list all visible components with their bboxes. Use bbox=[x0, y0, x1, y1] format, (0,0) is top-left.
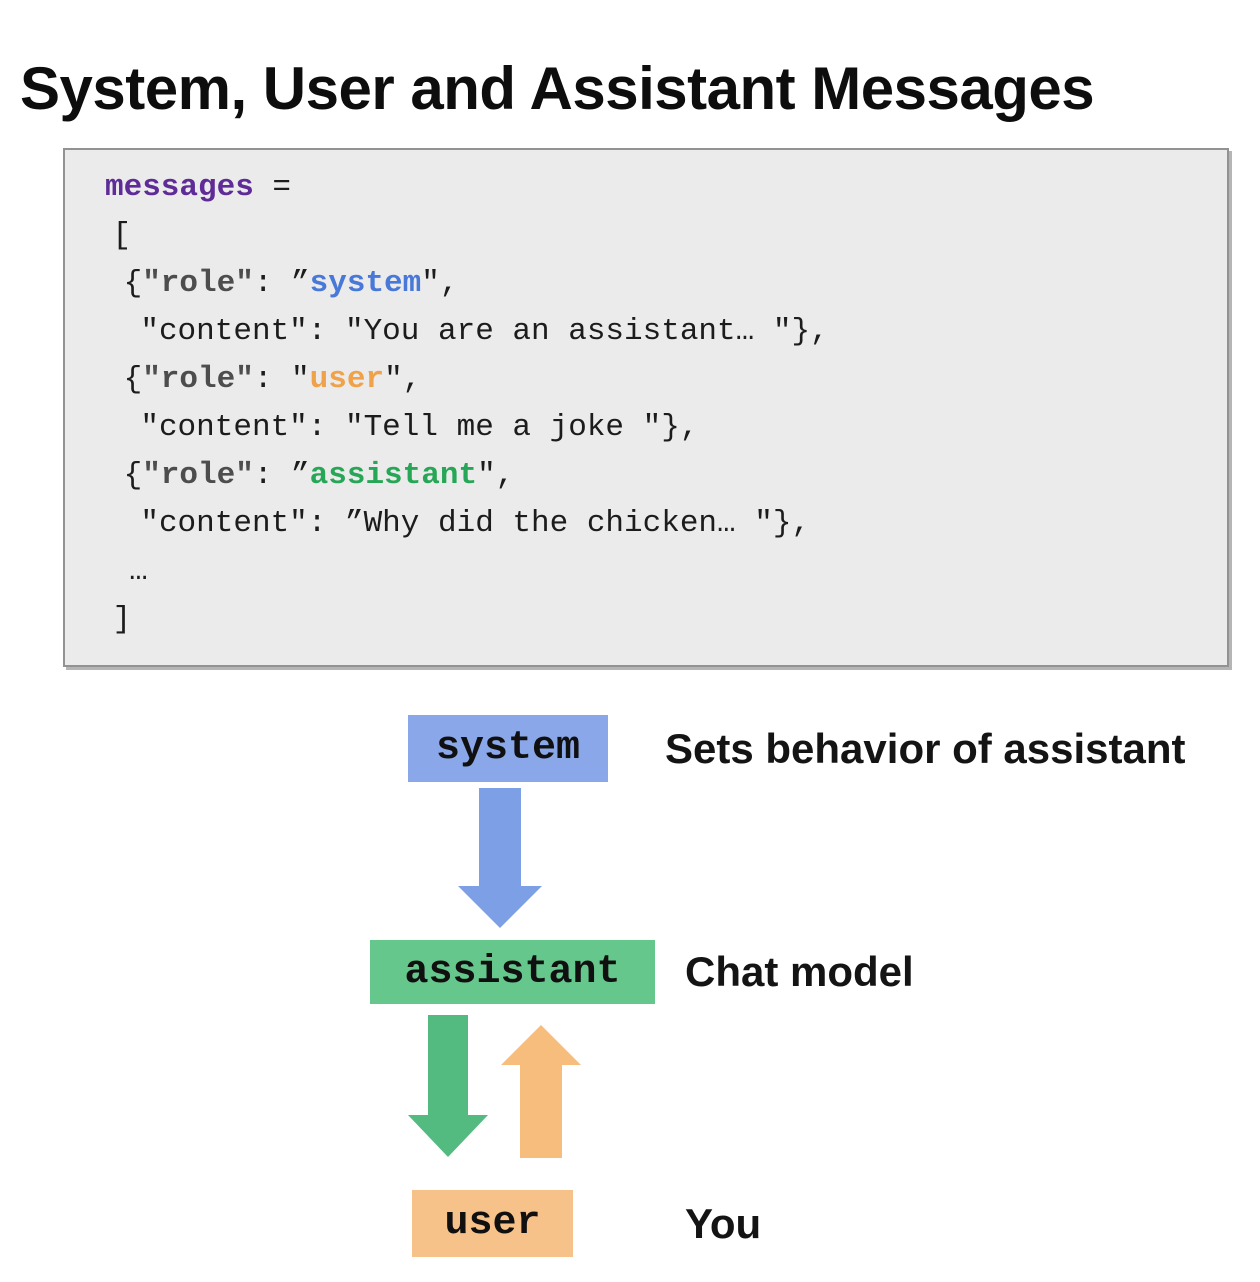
code-token-user: user bbox=[309, 362, 385, 397]
system-node: system bbox=[408, 715, 608, 782]
code-token-system: system bbox=[309, 266, 422, 301]
code-line: messages = bbox=[105, 164, 1217, 212]
up-arrow-shape bbox=[501, 1025, 581, 1158]
code-line: {"role": ”assistant", bbox=[105, 452, 1217, 500]
code-token-plain: "content": ”Why did the chicken… "}, bbox=[140, 506, 811, 541]
code-token-key: "role" bbox=[142, 362, 254, 397]
code-token-plain: { bbox=[123, 458, 143, 493]
code-token-key: "role" bbox=[142, 266, 254, 301]
code-token-plain: ] bbox=[112, 602, 132, 637]
assistant-description: Chat model bbox=[685, 948, 914, 995]
code-line: "content": "You are an assistant… "}, bbox=[105, 308, 1217, 356]
code-token-plain: ", bbox=[421, 266, 459, 301]
code-token-plain: = bbox=[253, 170, 292, 205]
code-token-plain: … bbox=[129, 554, 148, 589]
code-line: {"role": ”system", bbox=[105, 260, 1217, 308]
system-to-assistant-arrow-icon bbox=[458, 788, 542, 928]
code-line: … bbox=[105, 548, 1217, 596]
down-arrow-shape bbox=[408, 1015, 488, 1157]
user-to-assistant-arrow-icon bbox=[501, 1025, 581, 1158]
user-description: You bbox=[685, 1199, 762, 1247]
code-token-plain: : " bbox=[253, 362, 310, 397]
page-title: System, User and Assistant Messages bbox=[20, 55, 1095, 123]
code-line: {"role": "user", bbox=[105, 356, 1217, 404]
code-line: "content": ”Why did the chicken… "}, bbox=[105, 500, 1217, 548]
code-line: "content": "Tell me a joke "}, bbox=[105, 404, 1217, 452]
code-block: messages =[{"role": ”system","content": … bbox=[63, 148, 1229, 667]
assistant-node-label: assistant bbox=[404, 949, 621, 995]
assistant-to-user-arrow-icon bbox=[408, 1015, 488, 1157]
code-line: ] bbox=[105, 596, 1217, 644]
assistant-node: assistant bbox=[370, 940, 655, 1004]
code-token-key: "role" bbox=[142, 458, 254, 493]
code-token-plain: { bbox=[123, 362, 143, 397]
down-arrow-shape bbox=[458, 788, 542, 928]
code-token-plain: ", bbox=[384, 362, 422, 397]
code-token-plain: [ bbox=[112, 218, 132, 253]
code-token-plain: { bbox=[123, 266, 143, 301]
code-token-plain: "content": "Tell me a joke "}, bbox=[140, 410, 699, 445]
code-token-plain: : ” bbox=[253, 266, 310, 301]
code-token-assistant: assistant bbox=[309, 458, 478, 493]
code-token-plain: "content": "You are an assistant… "}, bbox=[140, 314, 829, 349]
system-description: Sets behavior of assistant bbox=[665, 724, 1186, 772]
code-token-plain: ", bbox=[477, 458, 515, 493]
user-node: user bbox=[412, 1190, 573, 1257]
code-line: [ bbox=[105, 212, 1217, 260]
user-node-label: user bbox=[444, 1201, 541, 1246]
code-token-keyword: messages bbox=[105, 170, 254, 205]
system-node-label: system bbox=[435, 726, 581, 771]
code-token-plain: : ” bbox=[253, 458, 310, 493]
code-lines: messages =[{"role": ”system","content": … bbox=[105, 164, 1217, 644]
